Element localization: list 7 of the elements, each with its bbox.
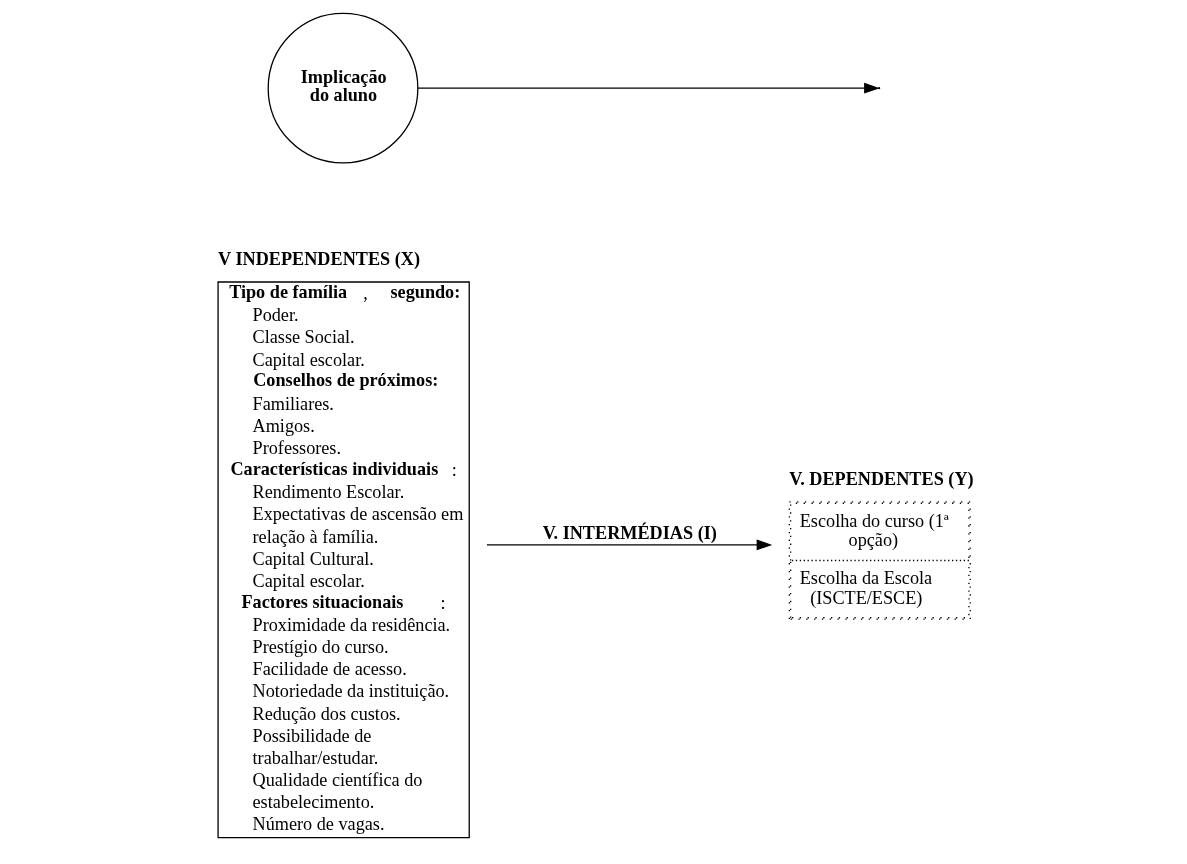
node-label: V. DEPENDENTES (Y): [789, 469, 974, 490]
node-circle: Implicação do aluno: [267, 12, 419, 164]
node-box: Tipo de família, segundo: Poder. Classe Social. Capital escolar. Conselhos de próximos: Familiares. Amigos. Professores. Características individuais: Rendimento Escolar. Expectativas de ascensão em relação à família. Capital Cultural. Capital escolar. Factores situacionais: Proximidade da residência. Prestígio do curso. Facilidade de acesso. Notoriedade da instituição. Redução dos custos. Possibilidade de trabalhar/estudar. Qualidade científica do estabelecimento. Número de vagas.: [217, 281, 470, 839]
edge-label: V. INTERMÉDIAS (I): [542, 522, 717, 543]
arrow: [417, 82, 880, 94]
node-label: V INDEPENDENTES (X): [218, 249, 421, 270]
arrow: [486, 539, 773, 551]
